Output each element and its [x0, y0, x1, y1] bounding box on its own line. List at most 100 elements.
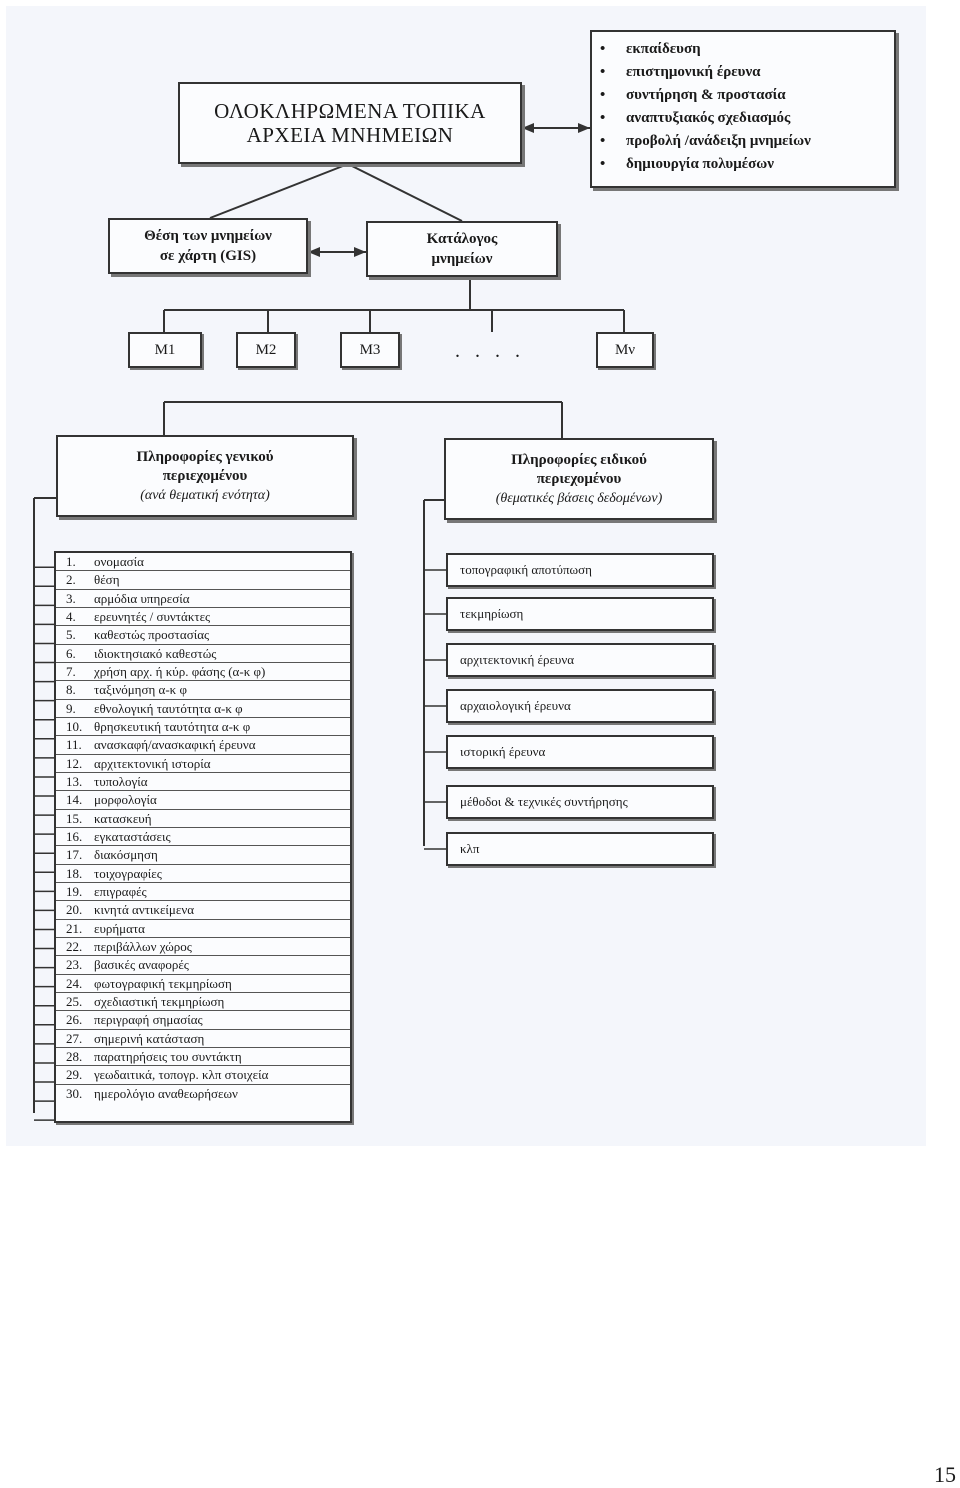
list-item: 5. καθεστώς προστασίας [56, 626, 350, 645]
item-text: παρατηρήσεις του συντάκτη [94, 1048, 242, 1064]
item-text: σχεδιαστική τεκμηρίωση [94, 993, 225, 1009]
general-line-1: Πληροφορίες γενικού [136, 448, 274, 465]
item-number: 21. [66, 920, 83, 936]
item-number: 13. [66, 773, 83, 789]
general-info-box: Πληροφορίες γενικού περιεχομένου (ανά θε… [56, 435, 354, 517]
item-text: γεωδαιτικά, τοπογρ. κλπ στοιχεία [94, 1067, 269, 1083]
goals-box: •εκπαίδευση •επιστημονική έρευνα •συντήρ… [590, 30, 896, 188]
list-item: 11. ανασκαφή/ανασκαφική έρευνα [56, 736, 350, 755]
item-number: 8. [66, 682, 76, 698]
list-item: 20.κινητά αντικείμενα [56, 901, 350, 920]
list-item: 2. θέση [56, 571, 350, 590]
general-line-3: (ανά θεματική ενότητα) [140, 487, 270, 503]
list-item: 9. εθνολογική ταυτότητα α-κ φ [56, 700, 350, 718]
list-item: 7.χρήση αρχ. ή κύρ. φάσης (α-κ φ) [56, 663, 350, 682]
item-number: 26. [66, 1012, 83, 1028]
item-number: 12. [66, 755, 83, 771]
gis-map-box: Θέση των μνημείων σε χάρτη (GIS) [108, 218, 308, 274]
item-text: καθεστώς προστασίας [94, 627, 210, 643]
item-number: 22. [66, 938, 83, 954]
goals-list: •εκπαίδευση •επιστημονική έρευνα •συντήρ… [600, 38, 894, 176]
catalog-box: Κατάλογος μνημείων [366, 221, 558, 277]
list-item: 6.ιδιοκτησιακό καθεστώς [56, 645, 350, 663]
item-number: 1. [66, 554, 76, 569]
item-number: 29. [66, 1067, 83, 1083]
list-item: 10. θρησκευτική ταυτότητα α-κ φ [56, 718, 350, 737]
specific-line-2: περιεχομένου [536, 470, 622, 487]
item-number: 19. [66, 883, 83, 899]
item-text: κατασκευή [94, 810, 152, 826]
item-text: θέση [94, 572, 120, 588]
list-item: 15.κατασκευή [56, 810, 350, 828]
list-item: 25. σχεδιαστική τεκμηρίωση [56, 993, 350, 1012]
goal-item: •προβολή /ανάδειξη μνημείων [600, 130, 894, 153]
item-text: ανασκαφή/ανασκαφική έρευνα [94, 737, 256, 753]
specific-item-box: κλπ [446, 832, 714, 866]
gis-line-2: σε χάρτη (GIS) [159, 248, 257, 264]
list-item: 13. τυπολογία [56, 773, 350, 792]
item-number: 5. [66, 627, 76, 643]
item-number: 20. [66, 902, 83, 918]
item-text: σημερινή κατάσταση [94, 1030, 205, 1046]
item-number: 25. [66, 993, 83, 1009]
bullet-icon: • [600, 41, 606, 57]
title-line-2: ΑΡΧΕΙΑ ΜΝΗΜΕΙΩΝ [246, 123, 454, 147]
specific-item-box: τοπογραφική αποτύπωση [446, 553, 714, 587]
goal-item: •επιστημονική έρευνα [600, 61, 894, 84]
item-number: 18. [66, 865, 83, 881]
bullet-icon: • [600, 133, 606, 149]
archive-title-box: ΟΛΟΚΛΗΡΩΜΕΝΑ ΤΟΠΙΚΑ ΑΡΧΕΙΑ ΜΝΗΜΕΙΩΝ [178, 82, 522, 164]
item-text: ημερολόγιο αναθεωρήσεων [94, 1085, 238, 1101]
specific-item-box: τεκμηρίωση [446, 597, 714, 631]
item-text: ερευνητές / συντάκτες [94, 608, 211, 624]
list-item: 23.βασικές αναφορές [56, 956, 350, 975]
list-item: 8.ταξινόμηση α-κ φ [56, 681, 350, 700]
specific-item-box: αρχιτεκτονική έρευνα [446, 643, 714, 677]
list-item: 17. διακόσμηση [56, 846, 350, 865]
list-item: 26. περιγραφή σημασίας [56, 1011, 350, 1030]
item-number: 11. [66, 737, 82, 753]
list-item: 1. ονομασία [56, 553, 350, 572]
item-text: ονομασία [94, 554, 144, 569]
specific-item-box: μέθοδοι & τεχνικές συντήρησης [446, 785, 714, 819]
item-text: ευρήματα [94, 920, 145, 936]
item-text: εθνολογική ταυτότητα α-κ φ [94, 700, 243, 716]
list-item: 4.ερευνητές / συντάκτες [56, 608, 350, 627]
item-number: 2. [66, 572, 76, 588]
item-number: 3. [66, 590, 76, 606]
item-text: θρησκευτική ταυτότητα α-κ φ [94, 718, 251, 734]
specific-info-box: Πληροφορίες ειδικού περιεχομένου (θεματι… [444, 438, 714, 520]
list-item: 19. επιγραφές [56, 883, 350, 902]
item-number: 24. [66, 975, 83, 991]
item-text: περιγραφή σημασίας [94, 1012, 203, 1028]
specific-item-box: αρχαιολογική έρευνα [446, 689, 714, 723]
item-number: 28. [66, 1048, 83, 1064]
item-text: διακόσμηση [94, 847, 158, 863]
monument-box-m3: Μ3 [340, 332, 400, 368]
item-text: χρήση αρχ. ή κύρ. φάσης (α-κ φ) [94, 663, 266, 679]
item-text: εγκαταστάσεις [94, 828, 171, 844]
item-text: περιβάλλων χώρος [94, 938, 192, 954]
item-number: 9. [66, 700, 76, 716]
item-text: τοιχογραφίες [94, 865, 162, 881]
item-number: 10. [66, 718, 83, 734]
page-number: 15 [934, 1462, 956, 1487]
bullet-icon: • [600, 156, 606, 172]
item-text: αρμόδια υπηρεσία [94, 590, 190, 606]
item-text: αρχιτεκτονική ιστορία [94, 755, 211, 771]
list-item: 21. ευρήματα [56, 920, 350, 938]
item-number: 14. [66, 792, 83, 808]
specific-line-1: Πληροφορίες ειδικού [511, 451, 647, 468]
general-items-list: 1. ονομασία 2. θέση 3. αρμόδια υπηρεσία 4.ερευ… [54, 551, 352, 1123]
goal-item: •αναπτυξιακός σχεδιασμός [600, 107, 894, 130]
item-text: επιγραφές [94, 883, 147, 899]
specific-item-box: ιστορική έρευνα [446, 735, 714, 769]
list-item: 24.φωτογραφική τεκμηρίωση [56, 975, 350, 993]
item-number: 6. [66, 645, 76, 661]
item-text: μορφολογία [94, 792, 157, 808]
item-number: 17. [66, 847, 83, 863]
bullet-icon: • [600, 64, 606, 80]
goal-item: •δημιουργία πολυμέσων [600, 153, 894, 176]
goal-item: •συντήρηση & προστασία [600, 84, 894, 107]
item-text: τυπολογία [94, 773, 148, 789]
